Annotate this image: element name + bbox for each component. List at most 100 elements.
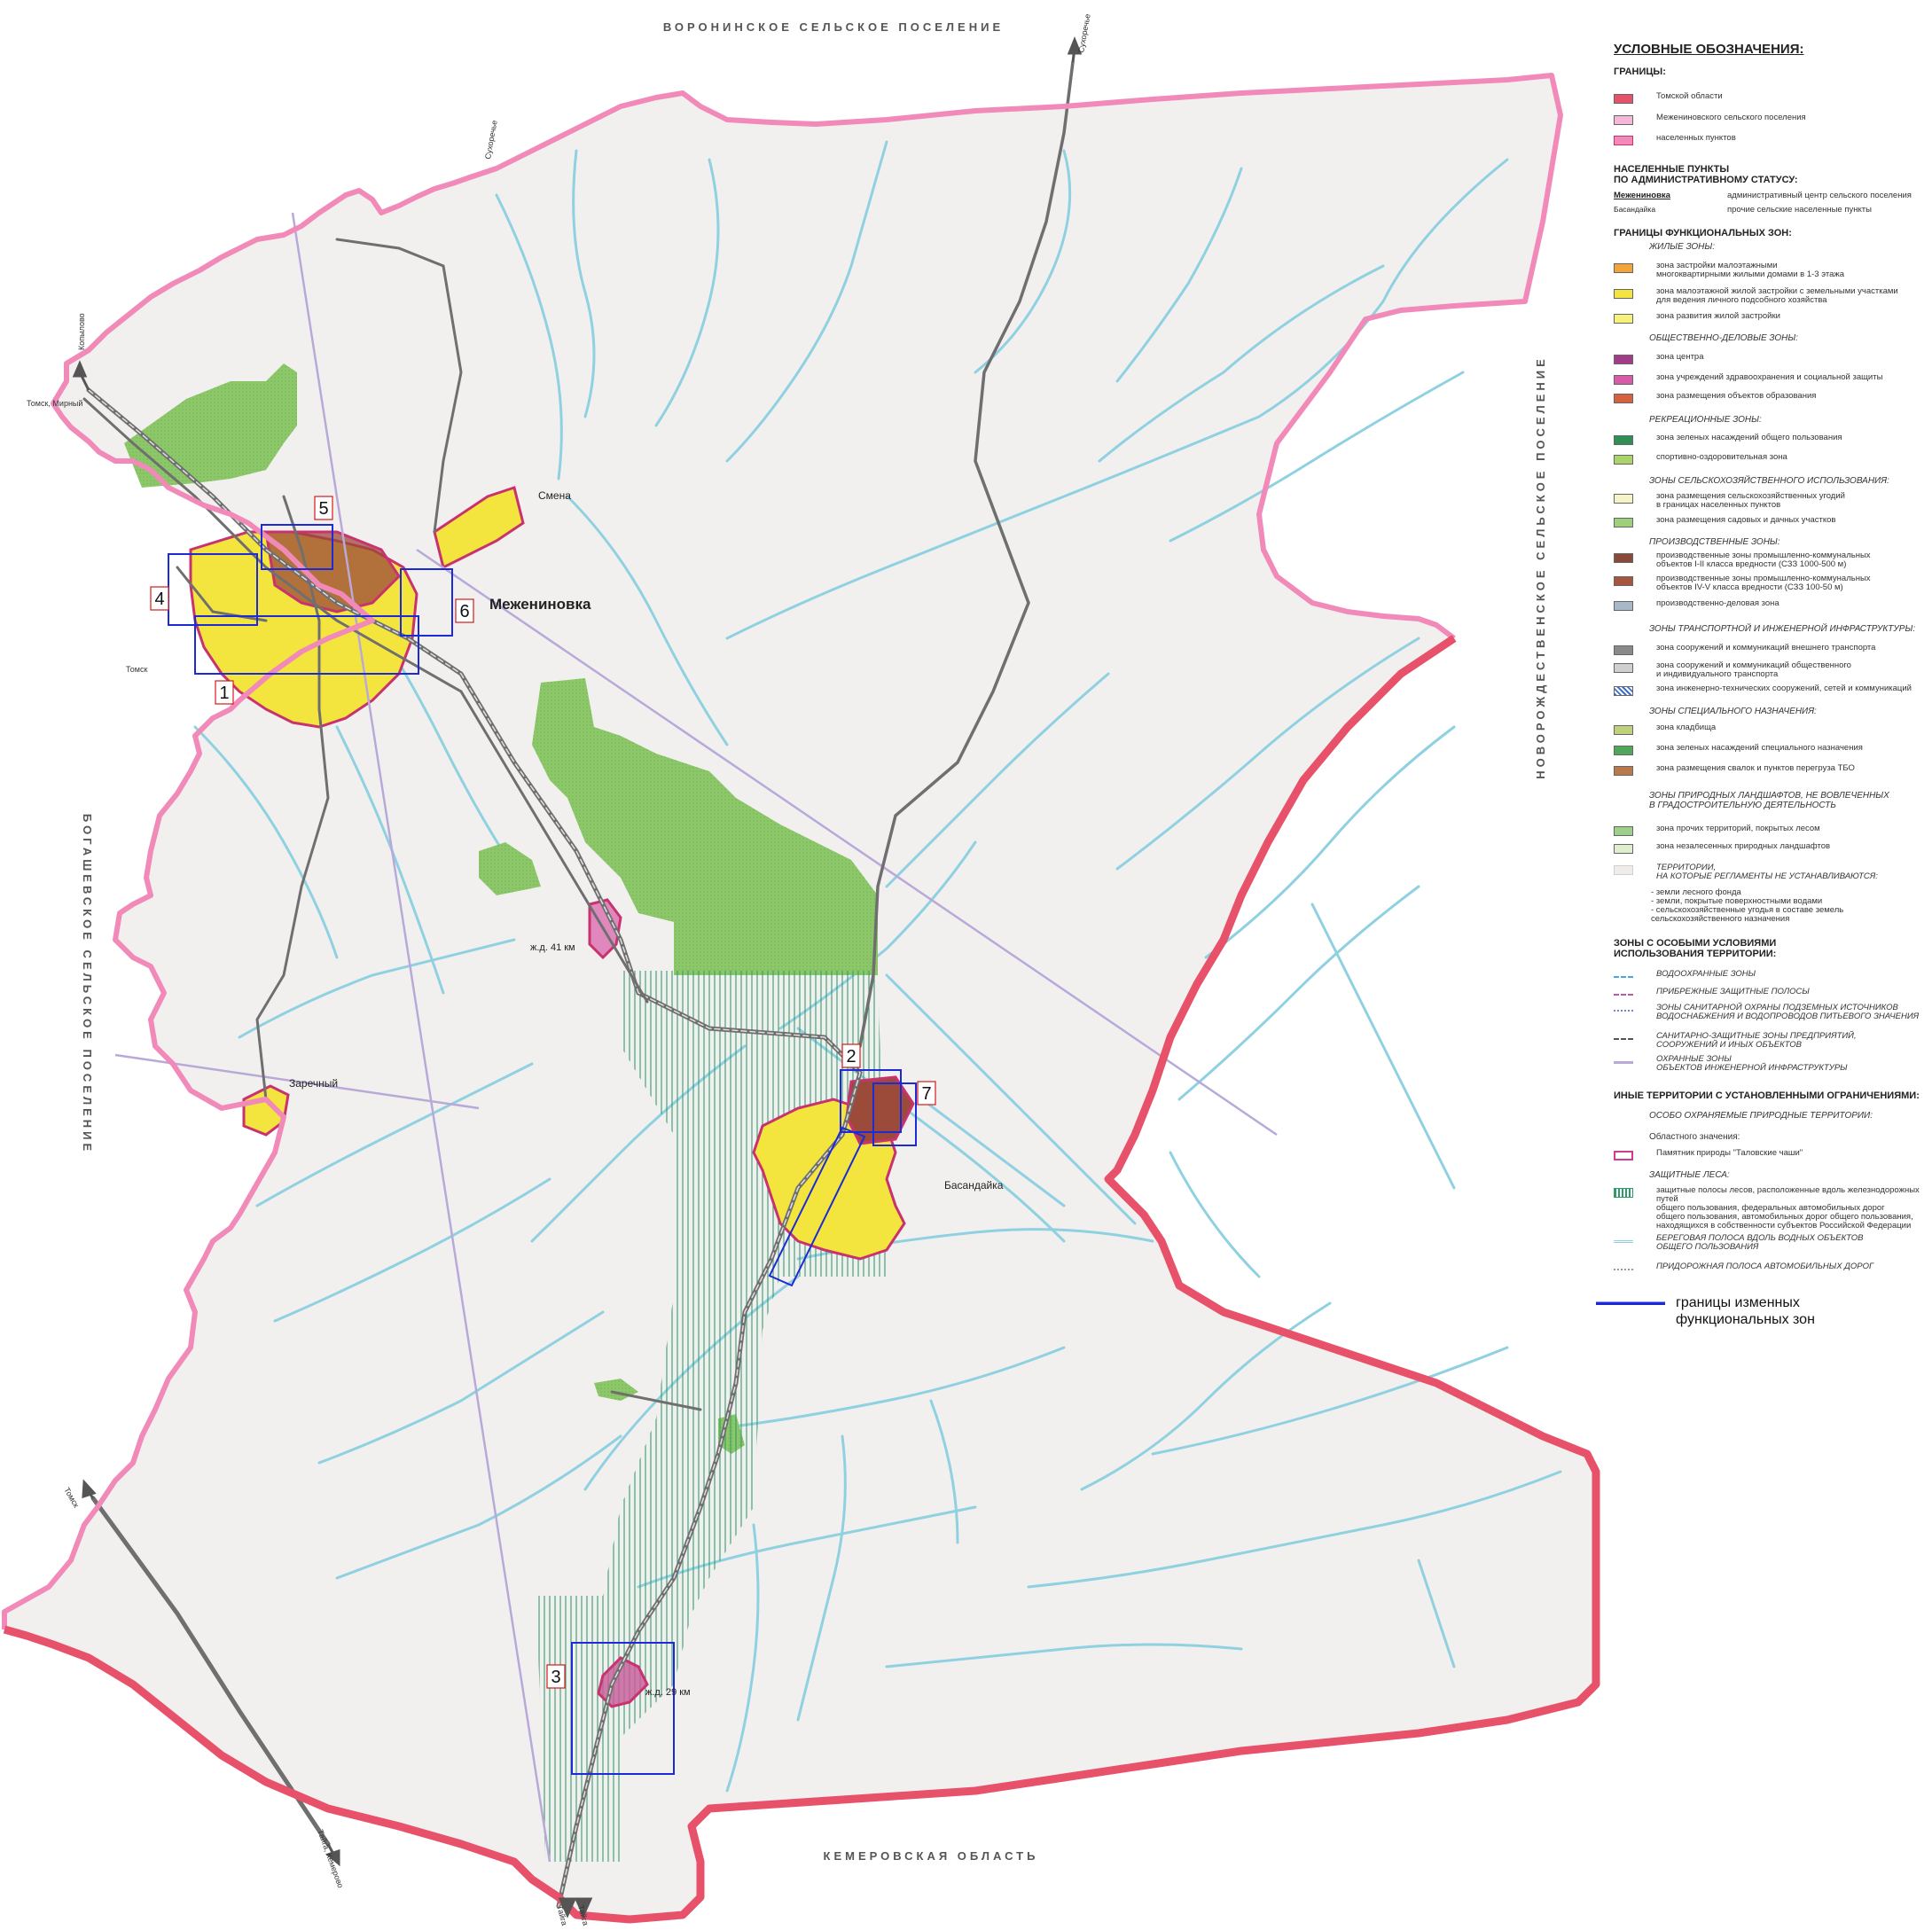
- legend-label: ПРИДОРОЖНАЯ ПОЛОСА АВТОМОБИЛЬНЫХ ДОРОГ: [1656, 1262, 1874, 1271]
- legend-label: зона прочих территорий, покрытых лесом: [1656, 824, 1820, 833]
- legend-line: [1614, 1240, 1633, 1243]
- legend-label: ВОДООХРАННЫЕ ЗОНЫ: [1656, 969, 1756, 979]
- legend-admin-center: Межениновка административный центр сельс…: [1614, 189, 1932, 205]
- legend-trn-2: зона сооружений и коммуникаций обществен…: [1614, 661, 1932, 679]
- legend-spec-4: САНИТАРНО-ЗАЩИТНЫЕ ЗОНЫ ПРЕДПРИЯТИЙ, СОО…: [1614, 1032, 1932, 1050]
- legend-nat-2: зона незалесенных природных ландшафтов: [1614, 842, 1932, 858]
- legend-line: [1614, 1010, 1633, 1012]
- legend-swatch: [1614, 746, 1633, 755]
- zone-marker-1: [215, 680, 234, 705]
- legend-label: зона инженерно-технических сооружений, с…: [1656, 684, 1912, 693]
- legend-shore: БЕРЕГОВАЯ ПОЛОСА ВДОЛЬ ВОДНЫХ ОБЪЕКТОВ О…: [1614, 1234, 1932, 1252]
- neighbor-east: НОВОРОЖДЕСТВЕНСКОЕ СЕЛЬСКОЕ ПОСЕЛЕНИЕ: [1534, 356, 1547, 779]
- label-mezheninovka: Межениновка: [489, 596, 591, 613]
- legend-label: зона учреждений здравоохранения и социал…: [1656, 372, 1883, 382]
- legend-rec-2: спортивно-оздоровительная зона: [1614, 453, 1932, 469]
- legend-line: [1614, 976, 1633, 978]
- legend-border-poselenie: Межениновского сельского поселения: [1614, 113, 1932, 129]
- legend-changed-line: [1596, 1301, 1665, 1305]
- zone-marker-2: [841, 1043, 861, 1068]
- legend-label: зона размещения сельскохозяйственных уго…: [1656, 491, 1845, 510]
- rivers: [193, 140, 1562, 1793]
- legend-pub-3: зона размещения объектов образования: [1614, 392, 1932, 408]
- legend-title: УСЛОВНЫЕ ОБОЗНАЧЕНИЯ:: [1614, 42, 1804, 57]
- label-dir-kopylovo: Копылово: [77, 313, 86, 350]
- legend-line: [1614, 1061, 1633, 1064]
- label-dir-sukhorechye1: Сухоречье: [1076, 13, 1092, 54]
- legend-forest-sub: ЗАЩИТНЫЕ ЛЕСА:: [1649, 1170, 1730, 1180]
- label-basandaika: Басандайка: [944, 1179, 1004, 1192]
- label-dir-tomsk2: Томск: [62, 1486, 81, 1509]
- legend-spc-1: зона кладбища: [1614, 723, 1932, 739]
- legend-trn-3: зона инженерно-технических сооружений, с…: [1614, 684, 1932, 700]
- zone-marker-5: [314, 496, 333, 520]
- legend-swatch: [1614, 435, 1633, 445]
- legend-admin-desc: административный центр сельского поселен…: [1727, 191, 1912, 200]
- legend-spec-2: ПРИБРЕЖНЫЕ ЗАЩИТНЫЕ ПОЛОСЫ: [1614, 988, 1932, 1004]
- legend-swatch: [1614, 663, 1633, 673]
- legend-label: ПРИБРЕЖНЫЕ ЗАЩИТНЫЕ ПОЛОСЫ: [1656, 987, 1810, 996]
- legend-nat-1: зона прочих территорий, покрытых лесом: [1614, 824, 1932, 840]
- zone-markers: 1 2 3 4 5 6 7: [150, 496, 936, 1689]
- legend-label: населенных пунктов: [1656, 133, 1736, 143]
- legend-swatch: [1614, 115, 1633, 125]
- label-smena: Смена: [538, 489, 571, 502]
- legend-label: зона застройки малоэтажными многоквартир…: [1656, 261, 1845, 279]
- settlement-boundary: [2, 73, 1563, 1629]
- zone-marker-7: [917, 1081, 936, 1106]
- legend-label: зона зеленых насаждений специального наз…: [1656, 743, 1863, 753]
- region-boundary: [3, 635, 1600, 1924]
- zone-marker-7-label: 7: [921, 1084, 931, 1104]
- legend-swatch: [1614, 865, 1633, 875]
- legend-swatch: [1614, 601, 1633, 611]
- legend-nat-3: ТЕРРИТОРИИ, НА КОТОРЫЕ РЕГЛАМЕНТЫ НЕ УСТ…: [1614, 863, 1932, 881]
- legend-label: ТЕРРИТОРИИ, НА КОТОРЫЕ РЕГЛАМЕНТЫ НЕ УСТ…: [1656, 863, 1878, 881]
- legend-spc-sub: ЗОНЫ СПЕЦИАЛЬНОГО НАЗНАЧЕНИЯ:: [1649, 707, 1817, 716]
- legend-panel: УСЛОВНЫЕ ОБОЗНАЧЕНИЯ: ГРАНИЦЫ: Томской о…: [1596, 35, 1932, 1348]
- legend-swatch: [1614, 394, 1633, 403]
- zone-marker-3: [546, 1664, 566, 1689]
- legend-nat-sub: ЗОНЫ ПРИРОДНЫХ ЛАНДШАФТОВ, НЕ ВОВЛЕЧЕННЫ…: [1649, 791, 1889, 810]
- zone-marker-6: [455, 598, 474, 623]
- legend-swatch: [1614, 645, 1633, 655]
- legend-changed-label: границы изменных функциональных зон: [1676, 1295, 1815, 1327]
- legend-swatch: [1614, 455, 1633, 465]
- legend-trn-1: зона сооружений и коммуникаций внешнего …: [1614, 644, 1932, 660]
- legend-agr-1: зона размещения сельскохозяйственных уго…: [1614, 491, 1932, 510]
- zone-marker-3-label: 3: [551, 1668, 560, 1687]
- legend-func-head: ГРАНИЦЫ ФУНКЦИОНАЛЬНЫХ ЗОН:: [1614, 228, 1792, 238]
- legend-oopt: Памятник природы "Таловские чаши": [1614, 1149, 1932, 1165]
- legend-pub-2: зона учреждений здравоохранения и социал…: [1614, 373, 1932, 389]
- legend-spc-3: зона размещения свалок и пунктов перегру…: [1614, 764, 1932, 780]
- legend-admin-desc: прочие сельские населенные пункты: [1727, 205, 1872, 215]
- zone-marker-4-label: 4: [154, 590, 164, 609]
- legend-borders-head: ГРАНИЦЫ:: [1614, 66, 1666, 77]
- legend-swatch: [1614, 844, 1633, 854]
- legend-label: Межениновского сельского поселения: [1656, 113, 1806, 122]
- legend-forest: защитные полосы лесов, расположенные вдо…: [1614, 1186, 1932, 1231]
- legend-swatch: [1614, 263, 1633, 273]
- legend-label: ОХРАННЫЕ ЗОНЫ ОБЪЕКТОВ ИНЖЕНЕРНОЙ ИНФРАС…: [1656, 1054, 1848, 1073]
- legend-swatch: [1614, 314, 1633, 324]
- legend-label: зона размещения садовых и дачных участко…: [1656, 515, 1836, 525]
- legend-label: зона малоэтажной жилой застройки с земел…: [1656, 286, 1898, 305]
- legend-swatch: [1614, 553, 1633, 563]
- legend-swatch: [1614, 686, 1633, 696]
- legend-label: зона незалесенных природных ландшафтов: [1656, 841, 1831, 851]
- legend-trn-sub: ЗОНЫ ТРАНСПОРТНОЙ И ИНЖЕНЕРНОЙ ИНФРАСТРУ…: [1649, 624, 1916, 634]
- legend-ind-1: производственные зоны промышленно-коммун…: [1614, 551, 1932, 569]
- legend-label: Томской области: [1656, 91, 1723, 101]
- legend-roadside: ПРИДОРОЖНАЯ ПОЛОСА АВТОМОБИЛЬНЫХ ДОРОГ: [1614, 1262, 1932, 1278]
- legend-label: зона развития жилой застройки: [1656, 311, 1780, 321]
- legend-swatch: [1614, 826, 1633, 836]
- zone-marker-5-label: 5: [318, 499, 328, 519]
- legend-oopt-sub: ОСОБО ОХРАНЯЕМЫЕ ПРИРОДНЫЕ ТЕРРИТОРИИ:: [1649, 1111, 1873, 1121]
- label-dir-tomsk1: Томск: [126, 665, 147, 674]
- zone-marker-1-label: 1: [219, 684, 229, 703]
- roads: [82, 60, 1075, 1909]
- legend-line: [1614, 1038, 1633, 1040]
- legend-label: зона размещения свалок и пунктов перегру…: [1656, 763, 1855, 773]
- label-dir-tomsk-mirny: Томск, Мирный: [27, 399, 82, 408]
- legend-line: [1614, 1269, 1633, 1270]
